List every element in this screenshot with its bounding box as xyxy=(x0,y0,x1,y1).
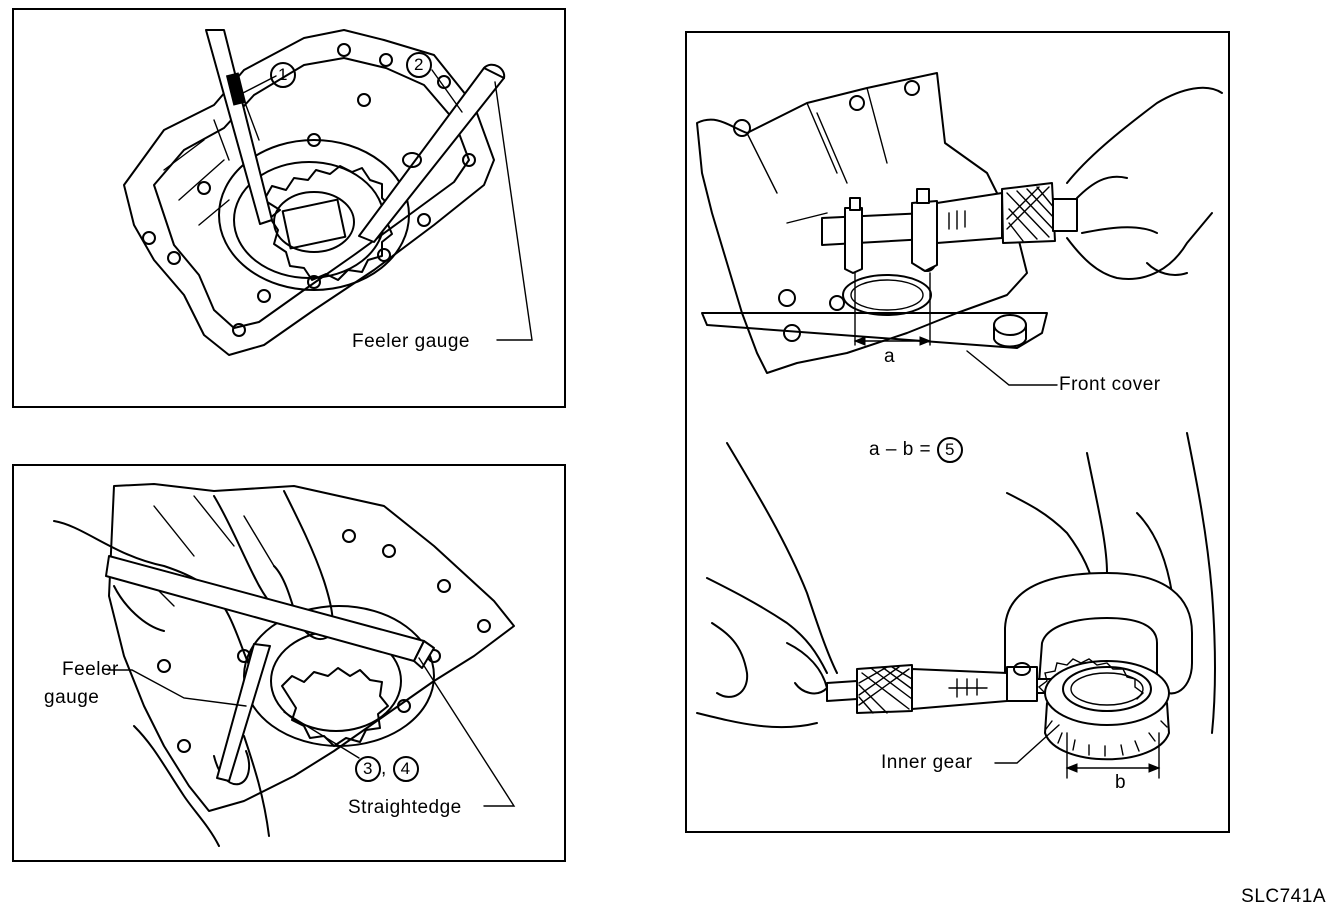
panel-straightedge-clearance: Feeler gauge 3, 4 Straightedge xyxy=(12,464,566,862)
feeler-gauge-label: Feeler gauge xyxy=(352,331,470,352)
callout-1: 1 xyxy=(270,62,296,88)
callout-2: 2 xyxy=(406,52,432,78)
dimension-a: a xyxy=(884,346,896,367)
feeler-label-line2: gauge xyxy=(44,687,100,708)
callout-separator: , xyxy=(381,758,387,779)
inner-gear-label: Inner gear xyxy=(881,752,973,773)
front-cover-label: Front cover xyxy=(1059,374,1161,395)
formula-text: a – b = xyxy=(869,439,932,460)
callout-5: 5 xyxy=(936,437,963,463)
dimension-b: b xyxy=(1115,772,1127,793)
feeler-label-line1: Feeler xyxy=(62,659,119,680)
illustration-micrometer xyxy=(696,72,1223,779)
panel-oil-pump-clearance-feeler: 1 2 Feeler gauge xyxy=(12,8,566,408)
callout-3: 3 xyxy=(355,756,381,782)
illustration-case-feeler-gauges xyxy=(123,29,533,356)
illustration-straightedge-feeler xyxy=(53,483,516,847)
panel-micrometer-measurement: a Front cover a – b = 5 Inner gear b xyxy=(685,31,1230,833)
figure-code: SLC741A xyxy=(1241,886,1326,907)
straightedge-label: Straightedge xyxy=(348,797,462,818)
callout-4: 4 xyxy=(392,756,419,782)
